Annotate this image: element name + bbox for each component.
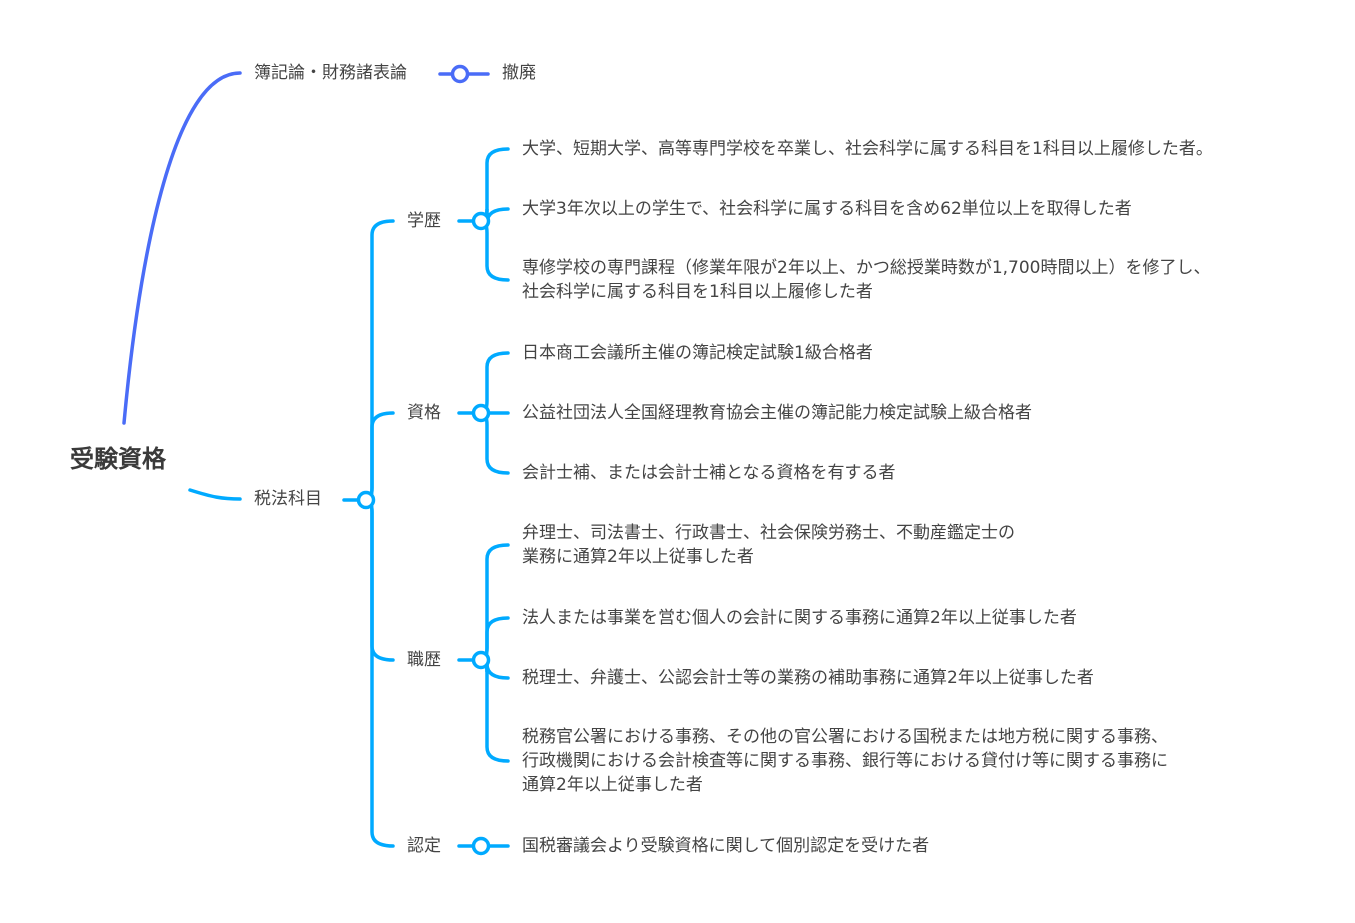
category-3[interactable]: 認定 bbox=[407, 836, 441, 856]
leaf-item[interactable]: 税理士、弁護士、公認会計士等の業務の補助事務に通算2年以上従事した者 bbox=[522, 668, 1094, 688]
branch-zeiho[interactable]: 税法科目 bbox=[254, 489, 322, 509]
category-2[interactable]: 職歴 bbox=[407, 650, 441, 670]
branch-line bbox=[122, 71, 242, 425]
leaf-item[interactable]: 専修学校の専門課程（修業年限が2年以上、かつ総授業時数が1,700時間以上）を修… bbox=[522, 258, 1211, 302]
branch-line bbox=[364, 219, 395, 502]
category-1[interactable]: 資格 bbox=[407, 403, 441, 423]
leaf-item[interactable]: 日本商工会議所主催の簿記検定試験1級合格者 bbox=[522, 343, 873, 363]
leaf-item[interactable]: 大学3年次以上の学生で、社会科学に属する科目を含め62単位以上を取得した者 bbox=[522, 199, 1132, 219]
collapse-node-icon[interactable] bbox=[450, 64, 470, 84]
leaf-item[interactable]: 法人または事業を営む個人の会計に関する事務に通算2年以上従事した者 bbox=[522, 608, 1077, 628]
collapse-node-icon[interactable] bbox=[471, 211, 491, 231]
leaf-item[interactable]: 税務官公署における事務、その他の官公署における国税または地方税に関する事務、 行… bbox=[522, 727, 1168, 795]
branch-line bbox=[364, 411, 395, 502]
leaf-item[interactable]: 弁理士、司法書士、行政書士、社会保険労務士、不動産鑑定士の 業務に通算2年以上従… bbox=[522, 523, 1015, 567]
branch-line bbox=[479, 351, 510, 415]
branch-line bbox=[364, 498, 395, 848]
collapse-node-icon[interactable] bbox=[471, 403, 491, 423]
leaf-item[interactable]: 大学、短期大学、高等専門学校を卒業し、社会科学に属する科目を1科目以上履修した者… bbox=[522, 139, 1213, 159]
branch-boki[interactable]: 簿記論・財務諸表論 bbox=[254, 63, 407, 83]
branch-boki-child[interactable]: 撤廃 bbox=[502, 63, 536, 83]
branch-line bbox=[479, 411, 510, 475]
branch-line bbox=[364, 498, 395, 662]
branch-line bbox=[188, 488, 242, 501]
branch-line bbox=[479, 543, 510, 662]
leaf-item[interactable]: 公益社団法人全国経理教育協会主催の簿記能力検定試験上級合格者 bbox=[522, 403, 1032, 423]
collapse-node-icon[interactable] bbox=[356, 490, 376, 510]
collapse-node-icon[interactable] bbox=[471, 836, 491, 856]
branch-line bbox=[479, 219, 510, 282]
category-0[interactable]: 学歴 bbox=[407, 211, 441, 231]
leaf-item[interactable]: 会計士補、または会計士補となる資格を有する者 bbox=[522, 463, 896, 483]
collapse-node-icon[interactable] bbox=[471, 650, 491, 670]
root-topic[interactable]: 受験資格 bbox=[70, 445, 166, 473]
leaf-item[interactable]: 国税審議会より受験資格に関して個別認定を受けた者 bbox=[522, 836, 930, 856]
